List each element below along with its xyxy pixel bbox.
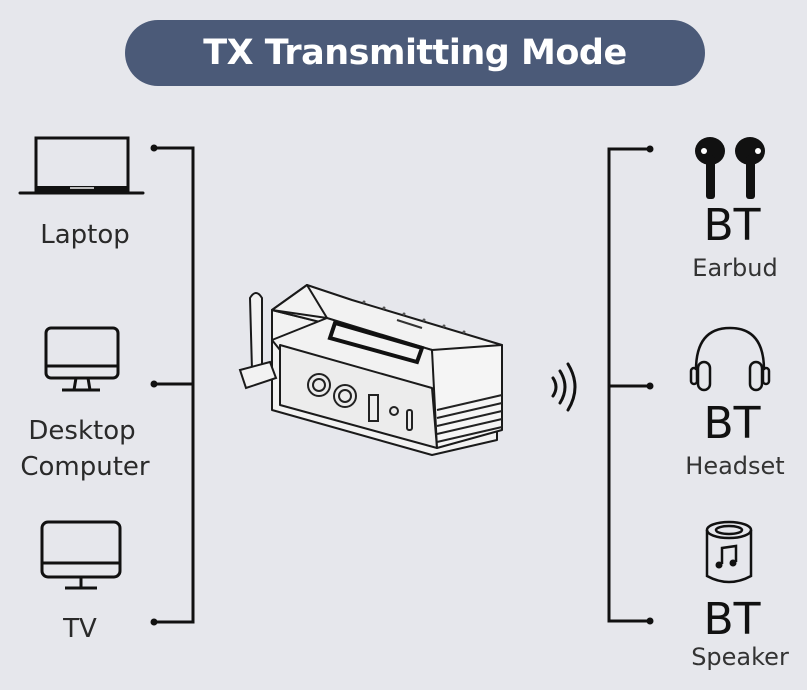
source-label-desktop-line1: Desktop — [28, 416, 136, 446]
output-prefix-headset: BT — [703, 398, 761, 449]
desktop-monitor-icon — [44, 326, 120, 392]
wireless-signal-icon — [551, 362, 577, 412]
tv-icon — [40, 520, 122, 590]
output-prefix-earbud: BT — [703, 200, 761, 251]
bluetooth-transmitter-device — [238, 284, 503, 456]
output-label-speaker: Speaker — [691, 643, 789, 671]
source-label-desktop-line2: Computer — [20, 452, 150, 482]
earbuds-icon — [695, 137, 765, 199]
output-label-headset: Headset — [685, 452, 785, 480]
source-label-tv: TV — [63, 614, 97, 644]
mode-title-banner: TX Transmitting Mode — [125, 20, 705, 86]
output-label-earbud: Earbud — [692, 254, 778, 282]
laptop-icon — [18, 136, 145, 195]
mode-title: TX Transmitting Mode — [203, 33, 627, 73]
output-prefix-speaker: BT — [703, 594, 761, 645]
headphones-icon — [689, 326, 771, 392]
speaker-icon — [705, 520, 753, 584]
source-label-laptop: Laptop — [40, 220, 130, 250]
